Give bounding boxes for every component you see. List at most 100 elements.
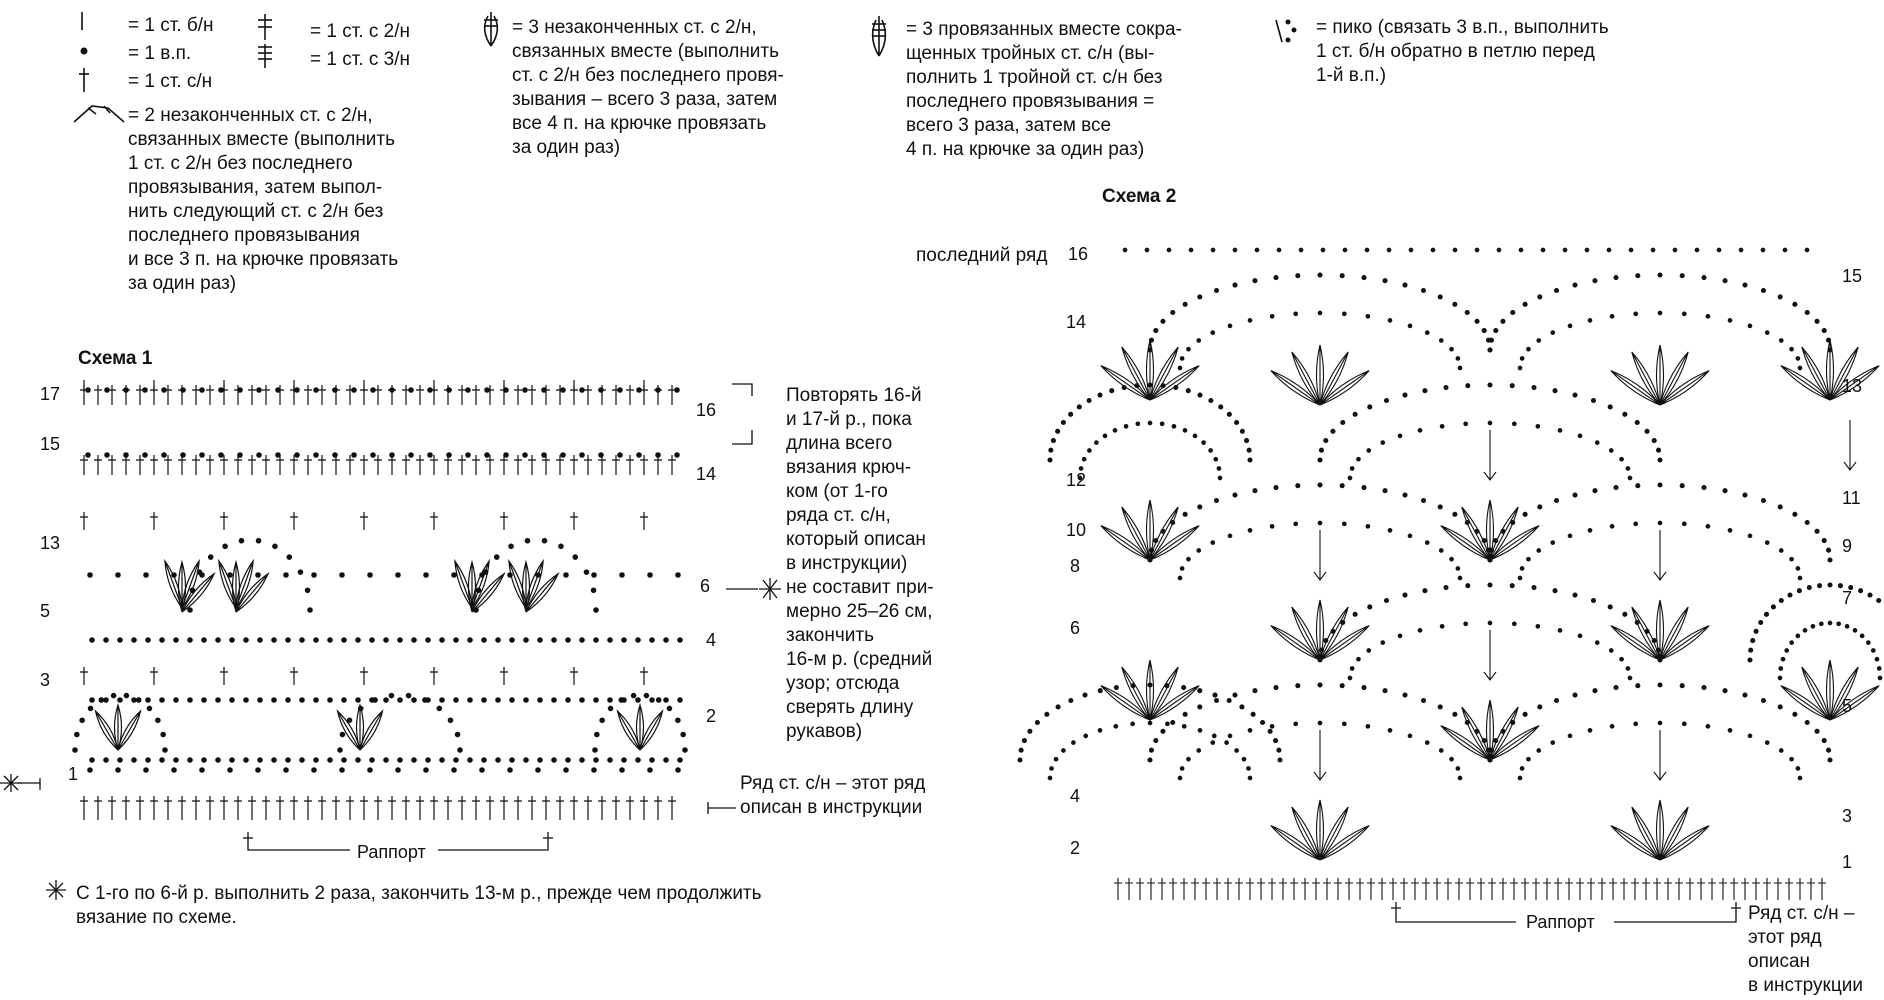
chain-dot	[1113, 723, 1119, 729]
s1-repeat-note: Повторять 16-й и 17-й р., пока длина все…	[786, 385, 934, 742]
chain-dot	[594, 731, 600, 738]
chain-dot	[1876, 666, 1882, 671]
chain-dot	[411, 757, 417, 763]
chain-dot	[1474, 318, 1480, 324]
chain-dot	[1452, 301, 1458, 307]
dc-symbol	[94, 385, 102, 405]
chain-dot	[591, 572, 597, 578]
dc-symbol	[122, 796, 130, 820]
chain-dot	[1367, 404, 1373, 410]
dc-symbol	[1697, 878, 1705, 900]
chain-dot	[1787, 592, 1793, 598]
chain-dot	[1055, 428, 1061, 434]
dc-symbol	[262, 455, 270, 475]
dc-symbol	[1169, 878, 1177, 900]
chain-dot	[1317, 272, 1323, 278]
chain-dot	[1827, 557, 1833, 563]
dc-symbol	[556, 455, 564, 475]
dc-symbol	[1818, 878, 1826, 900]
chain-dot	[619, 572, 625, 578]
chain-dot	[1349, 466, 1355, 471]
dc-symbol	[290, 667, 298, 685]
chain-dot	[541, 452, 547, 458]
chain-dot	[1825, 747, 1832, 753]
cluster-symbol	[1145, 659, 1155, 721]
cluster-symbol	[1315, 344, 1325, 406]
chain-dot	[453, 697, 459, 703]
chain-dot	[1210, 740, 1216, 745]
chain-dot	[1572, 492, 1578, 498]
chain-dot	[74, 731, 80, 738]
chain-dot	[537, 637, 543, 643]
chain-dot	[1627, 675, 1633, 681]
chain-dot	[1817, 583, 1823, 589]
chain-dot	[1018, 747, 1024, 753]
chain-dot	[201, 637, 207, 643]
chain-dot	[1777, 294, 1783, 300]
dc-symbol	[178, 455, 186, 475]
cluster-symbol	[355, 702, 365, 751]
dc-symbol	[1796, 878, 1804, 900]
chain-dot	[1352, 611, 1358, 617]
chain-dot	[1179, 566, 1185, 571]
dc-symbol	[276, 796, 284, 820]
chain-dot	[341, 757, 347, 763]
cluster-symbol	[525, 571, 560, 613]
dc-symbol	[1356, 878, 1364, 900]
chain-dot	[367, 572, 373, 578]
chain-dot	[1778, 666, 1784, 671]
chain-dot	[1679, 273, 1685, 279]
cluster-symbol	[1489, 525, 1540, 561]
chain-dot	[621, 637, 627, 643]
chain-dot	[1806, 585, 1812, 591]
chain-dot	[173, 757, 179, 763]
chain-dot	[1078, 466, 1084, 471]
chain-dot	[579, 697, 585, 703]
chain-dot	[1592, 688, 1598, 694]
chain-dot	[1463, 621, 1469, 627]
chain-dot	[422, 697, 428, 703]
chain-dot	[1437, 294, 1443, 300]
chain-dot	[1135, 421, 1141, 427]
chain-dot	[572, 554, 579, 560]
dc-symbol	[1224, 878, 1232, 900]
dc-symbol	[1774, 878, 1782, 900]
chain-dot	[592, 747, 598, 753]
chain-dot	[388, 692, 395, 699]
chain-dot	[1276, 247, 1282, 253]
s2-row-label: 16	[1068, 244, 1089, 264]
chain-dot	[332, 387, 338, 393]
chain-dot	[674, 387, 680, 393]
chain-dot	[467, 637, 473, 643]
chain-dot	[1218, 404, 1224, 410]
chain-dot	[1387, 528, 1393, 533]
chain-dot	[87, 767, 93, 773]
chain-dot	[1804, 519, 1810, 526]
dc-symbol	[528, 455, 536, 475]
chain-dot	[1177, 365, 1183, 371]
cluster-symbol	[1315, 799, 1325, 861]
chain-dot	[275, 387, 281, 393]
cluster-symbol	[1461, 506, 1491, 561]
chain-dot	[1622, 411, 1628, 417]
s1-row-label: 16	[696, 400, 717, 420]
chain-dot	[1553, 697, 1560, 704]
chain-dot	[1387, 728, 1393, 733]
chain-dot	[1877, 675, 1883, 681]
dc-symbol	[472, 385, 480, 405]
chain-dot	[229, 637, 235, 643]
chain-dot	[1797, 365, 1803, 371]
chain-dot	[1635, 273, 1641, 279]
chain-dot	[1192, 433, 1198, 439]
chain-dot	[1764, 540, 1770, 545]
chain-dot	[327, 757, 333, 763]
cluster-symbol	[359, 709, 384, 751]
chain-dot	[1500, 318, 1506, 324]
dc-symbol	[1466, 878, 1474, 900]
dc-symbol	[1389, 878, 1397, 900]
dc-symbol	[1631, 878, 1639, 900]
chain-dot	[1241, 756, 1247, 762]
chain-dot	[1247, 775, 1253, 781]
chain-dot	[1867, 592, 1873, 598]
chain-dot	[1170, 719, 1176, 726]
